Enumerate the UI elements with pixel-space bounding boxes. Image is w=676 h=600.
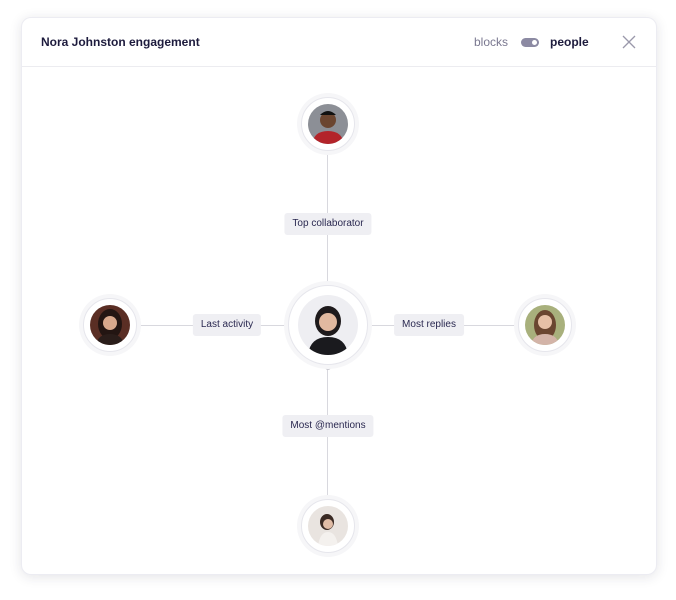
top-collaborator-node[interactable] — [301, 97, 355, 151]
toggle-option-blocks[interactable]: blocks — [474, 35, 509, 49]
toggle-option-people[interactable]: people — [550, 35, 589, 49]
panel-title: Nora Johnston engagement — [41, 35, 200, 49]
edge-label-last-activity: Last activity — [192, 314, 262, 336]
edge-label-most-replies: Most replies — [394, 314, 464, 336]
avatar — [308, 506, 348, 546]
panel-header: Nora Johnston engagement blocks people — [22, 18, 656, 67]
avatar — [525, 305, 565, 345]
avatar — [90, 305, 130, 345]
most-mentions-node[interactable] — [301, 499, 355, 553]
last-activity-node[interactable] — [83, 298, 137, 352]
avatar — [298, 295, 358, 355]
avatar — [308, 104, 348, 144]
center-person-node[interactable] — [288, 285, 368, 365]
edge-label-most-mentions: Most @mentions — [282, 415, 374, 437]
close-icon[interactable] — [621, 34, 637, 50]
edge-label-top-collaborator: Top collaborator — [284, 213, 372, 235]
view-toggle[interactable] — [521, 38, 539, 47]
most-replies-node[interactable] — [518, 298, 572, 352]
